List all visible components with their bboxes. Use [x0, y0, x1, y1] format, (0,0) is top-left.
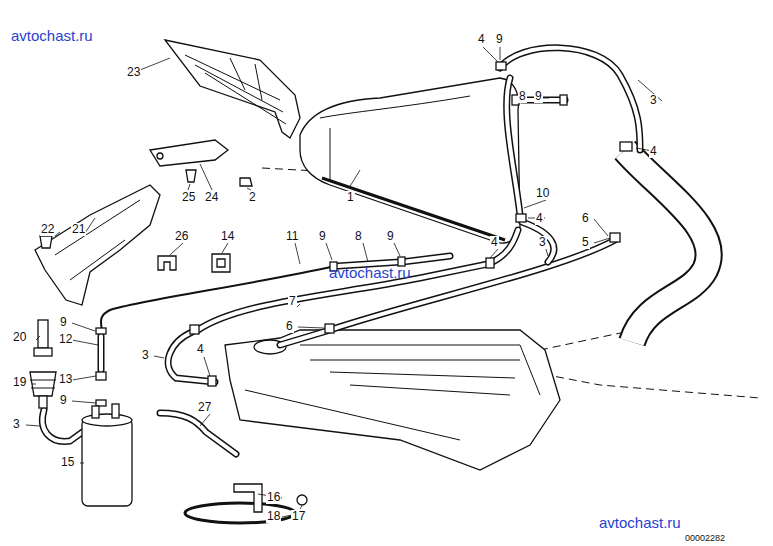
callout-number: 21: [71, 223, 86, 236]
callout-number: 27: [197, 401, 212, 414]
callout-number: 9: [534, 90, 543, 103]
callout-number: 22: [40, 223, 55, 236]
callout-number: 1: [346, 191, 355, 204]
callout-number: 23: [126, 66, 141, 79]
callout-number: 25: [181, 191, 196, 204]
callout-number: 7: [288, 295, 297, 308]
callout-number: 3: [12, 418, 21, 431]
callout-number: 17: [291, 510, 306, 523]
callout-number: 8: [518, 90, 527, 103]
callout-number: 3: [649, 94, 658, 107]
watermark: avtochast.ru: [328, 264, 412, 281]
callout-number: 2: [248, 191, 257, 204]
callout-number: 9: [495, 33, 504, 46]
watermark: avtochast.ru: [10, 27, 94, 44]
callout-number: 9: [59, 394, 68, 407]
callout-number: 13: [58, 373, 73, 386]
callout-number: 11: [285, 230, 299, 243]
callout-number: 6: [285, 320, 294, 333]
callout-number: 26: [174, 230, 189, 243]
callout-number: 4: [649, 145, 658, 158]
callout-number: 4: [490, 236, 499, 249]
callout-number: 24: [204, 191, 219, 204]
callout-number: 20: [12, 331, 27, 344]
callout-number: 12: [58, 333, 73, 346]
callout-number: 14: [220, 230, 235, 243]
callout-number: 18: [266, 510, 281, 523]
watermark: avtochast.ru: [598, 514, 682, 531]
callout-number: 4: [196, 343, 205, 356]
callout-number: 10: [535, 187, 550, 200]
callout-number: 8: [354, 230, 363, 243]
callout-number: 3: [538, 236, 547, 249]
callout-number: 6: [581, 212, 590, 225]
callout-number: 9: [318, 230, 327, 243]
callout-number: 9: [386, 230, 395, 243]
callout-number: 16: [266, 491, 281, 504]
callout-number: 15: [60, 456, 75, 469]
callout-number: 3: [141, 349, 150, 362]
callout-number: 19: [12, 376, 27, 389]
drawing-number: 00002282: [684, 533, 726, 543]
callout-number: 9: [59, 316, 68, 329]
callout-number: 4: [535, 212, 544, 225]
callout-number: 4: [477, 33, 486, 46]
callout-number: 5: [581, 236, 590, 249]
